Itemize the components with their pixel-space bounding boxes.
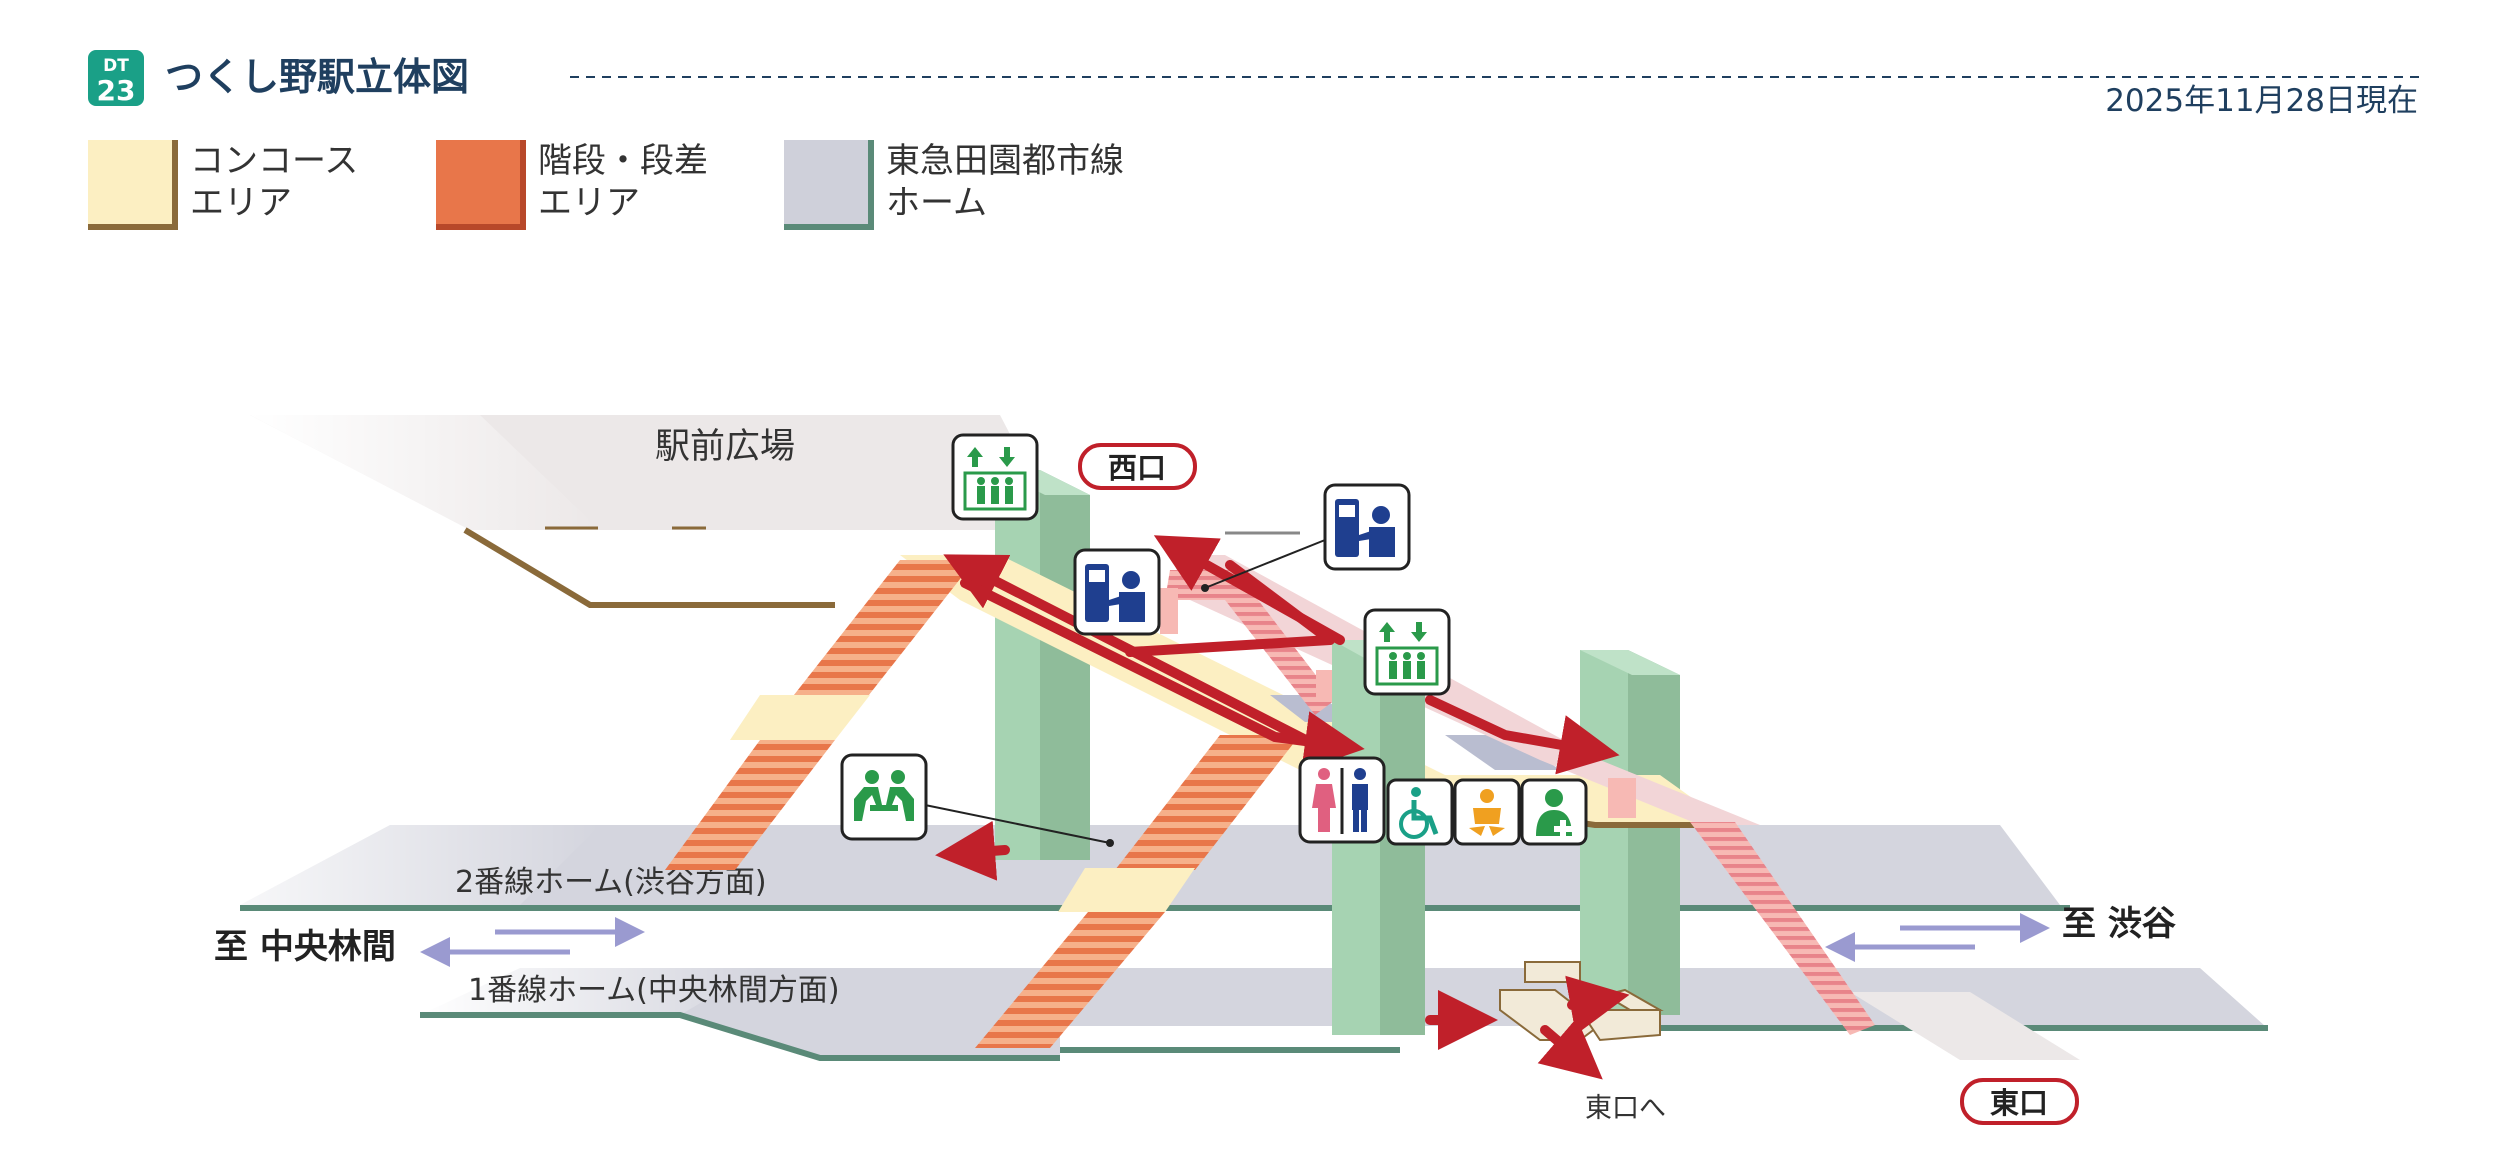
east-exit-badge: 東口 [1960,1078,2079,1125]
legend-platform-line2: ホーム [886,183,987,223]
stairs-platform1-landing [1058,868,1195,912]
route-arrows [935,535,1630,1080]
stairs-concourse-to-platform1-lower [975,912,1165,1048]
train-direction-arrows-west [420,917,645,967]
route-walkway-mid [1125,635,1335,657]
legend: コンコース エリア 階段・段差 エリア 東急田園都市線 ホーム [88,140,1124,230]
waiting-seat-icon [840,753,928,841]
platform-2-label: 2番線ホーム(渋谷方面) [455,865,767,900]
west-exit-badge: 西口 [1078,443,1197,490]
station-badge-number: 23 [97,74,136,107]
elevator-icon [1363,608,1451,696]
east-exit-direction-label: 東口へ [1585,1093,1666,1124]
platform-1-label: 1番線ホーム(中央林間方面) [468,973,840,1008]
baby-care-icon [1453,778,1521,846]
stairs-east-to-platform [1690,822,1875,1035]
direction-to-chuo-rinkan: 至 中央林間 [214,927,396,967]
station-badge-line: DT [103,56,129,76]
legend-item-platform: 東急田園都市線 ホーム [784,140,1124,230]
route-walkway-right [1225,560,1335,645]
route-east-deck [1425,695,1620,775]
west-exit-label: 西口 [1108,451,1166,485]
east-exit-walkway [1850,992,2080,1060]
elevator-icon [951,433,1039,521]
header: DT 23 つくし野駅立体図 2025年11月28日現在 [88,50,2420,119]
legend-platform-line1: 東急田園都市線 [886,141,1124,181]
pink-steps [1160,570,1636,818]
leader-ticket-machine [1204,537,1331,589]
station-map: 駅前広場 2番線ホーム(渋谷方面) 1番線ホーム(中央林間方面) 至 中央林間 … [160,415,2268,1125]
train-direction-arrows-east [1825,913,2050,962]
route-east-exit [1537,1017,1603,1080]
route-platform2-west [935,820,1010,881]
page-title: つくし野駅立体図 [165,55,469,99]
stairs-concourse-to-platform1-upper [1115,735,1300,870]
first-aid-icon [1520,778,1588,846]
legend-item-stairs: 階段・段差 エリア [436,140,708,230]
wheelchair-icon [1386,778,1454,846]
as-of-date: 2025年11月28日現在 [2105,83,2418,119]
pillar-west [995,470,1090,860]
ticket-machine-icon [1073,548,1161,636]
platform-1-edge [420,1012,1060,1061]
legend-concourse-line1: コンコース [190,141,358,181]
ticket-machine-icon [1323,483,1411,571]
station-plaza-label: 駅前広場 [655,427,795,467]
legend-stairs-line1: 階段・段差 [538,141,708,181]
direction-to-shibuya: 至 渋谷 [2062,904,2176,944]
legend-concourse-line2: エリア [190,183,292,223]
route-concourse-main [943,554,1340,760]
restroom-icon [1298,756,1386,844]
route-concourse-lower [960,578,1365,771]
stairs-plaza-to-concourse-upper [790,560,975,700]
leader-waiting-seat [924,804,1111,844]
stairs-plaza-landing [730,695,870,740]
station-number-badge [88,50,144,106]
legend-item-concourse: コンコース エリア [88,140,358,230]
stairs-plaza-to-platform [665,740,835,870]
pillar-east [1580,650,1680,1015]
route-east-exit-2 [1565,975,1630,1035]
plaza-edge [463,527,835,608]
legend-stairs-line2: エリア [538,183,640,223]
east-exit-label: 東口 [1990,1086,2048,1120]
